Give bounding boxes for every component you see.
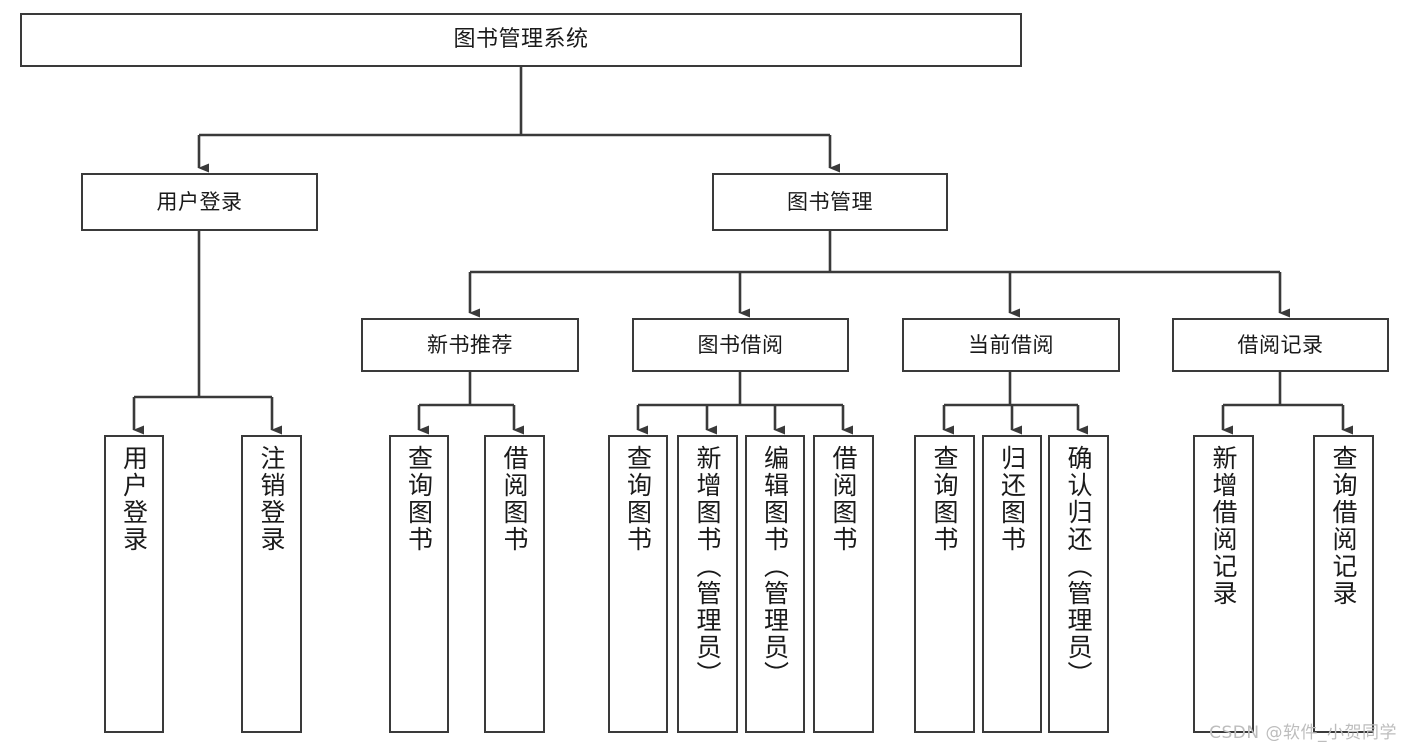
node-label: 查询图书 (404, 445, 434, 553)
node-label: 查询图书 (623, 445, 653, 553)
leaf-add-book-admin[interactable]: 新增图书（管理员） (677, 435, 738, 733)
node-label: 借阅图书 (829, 445, 858, 553)
node-label: 图书管理 (787, 189, 873, 214)
leaf-confirm-return-admin[interactable]: 确认归还（管理员） (1048, 435, 1109, 733)
node-current-borrow[interactable]: 当前借阅 (902, 318, 1120, 372)
node-label: 借阅图书 (500, 445, 529, 553)
node-book-borrow[interactable]: 图书借阅 (632, 318, 849, 372)
node-book-manage[interactable]: 图书管理 (712, 173, 948, 231)
node-label: 用户登录 (156, 189, 243, 214)
leaf-query-book-recommend[interactable]: 查询图书 (389, 435, 449, 733)
node-label: 编辑图书（管理员） (760, 445, 790, 688)
node-label: 新增图书（管理员） (693, 445, 722, 688)
node-label: 确认归还（管理员） (1064, 445, 1093, 688)
leaf-add-borrow-record[interactable]: 新增借阅记录 (1193, 435, 1254, 733)
watermark-text: CSDN @软件_小贺同学 (1209, 723, 1397, 743)
node-label: 用户登录 (119, 445, 149, 553)
leaf-user-login[interactable]: 用户登录 (104, 435, 164, 733)
node-label: 当前借阅 (968, 332, 1054, 357)
leaf-return-book[interactable]: 归还图书 (982, 435, 1042, 733)
node-label: 图书借阅 (697, 332, 784, 357)
node-label: 查询图书 (930, 445, 959, 553)
node-label: 借阅记录 (1237, 332, 1324, 357)
leaf-edit-book-admin[interactable]: 编辑图书（管理员） (745, 435, 805, 733)
leaf-logout[interactable]: 注销登录 (241, 435, 302, 733)
node-user-login[interactable]: 用户登录 (81, 173, 318, 231)
leaf-query-book-borrow[interactable]: 查询图书 (608, 435, 668, 733)
node-new-book-recommend[interactable]: 新书推荐 (361, 318, 579, 372)
leaf-borrow-book-recommend[interactable]: 借阅图书 (484, 435, 545, 733)
node-label: 归还图书 (997, 445, 1027, 553)
leaf-borrow-book[interactable]: 借阅图书 (813, 435, 874, 733)
node-borrow-record[interactable]: 借阅记录 (1172, 318, 1389, 372)
leaf-query-book-current[interactable]: 查询图书 (914, 435, 975, 733)
node-root-system[interactable]: 图书管理系统 (20, 13, 1022, 67)
node-label: 查询借阅记录 (1329, 445, 1358, 607)
node-label: 图书管理系统 (453, 27, 589, 53)
leaf-query-borrow-record[interactable]: 查询借阅记录 (1313, 435, 1374, 733)
node-label: 新增借阅记录 (1209, 445, 1238, 607)
node-label: 注销登录 (257, 445, 286, 553)
node-label: 新书推荐 (427, 332, 513, 357)
